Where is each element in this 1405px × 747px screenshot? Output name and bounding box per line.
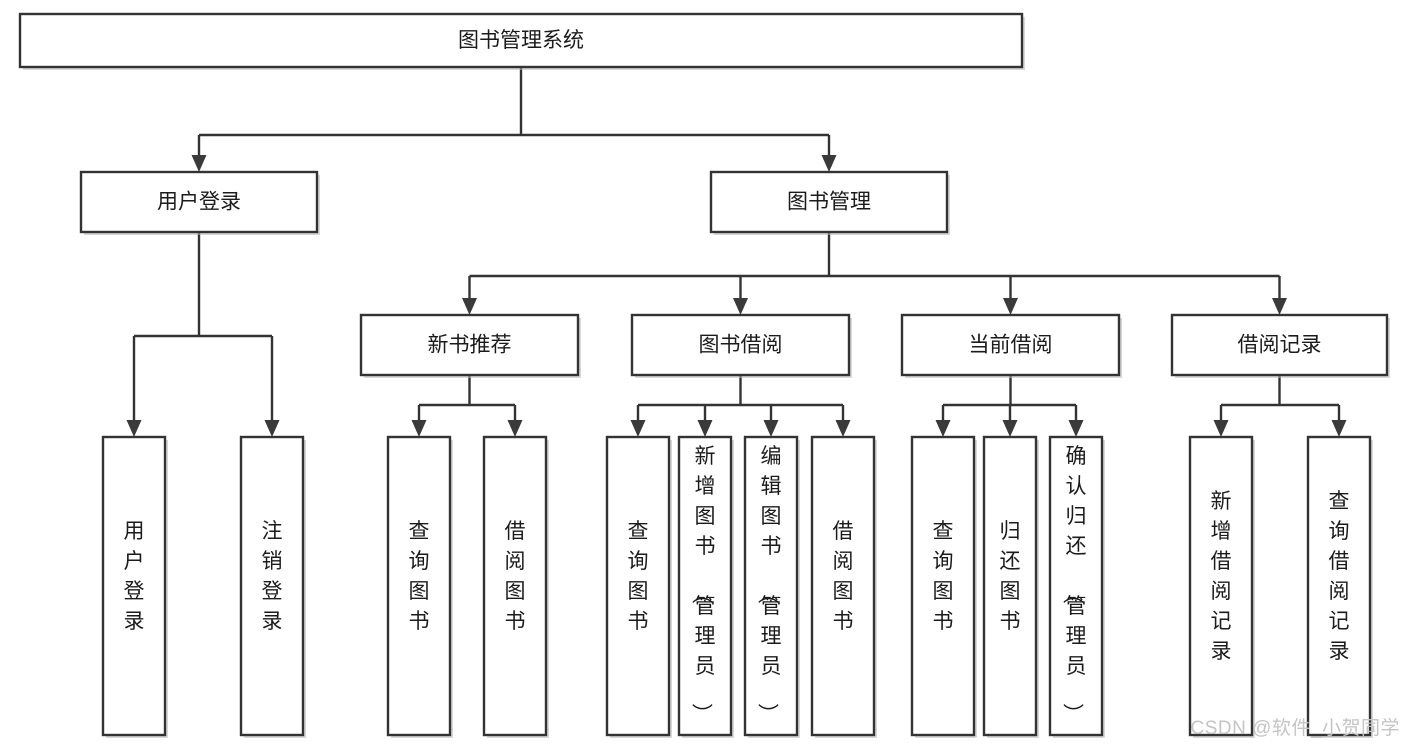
node-label: 借阅记录 bbox=[1238, 334, 1322, 357]
node-rect[interactable] bbox=[482, 435, 548, 737]
node-borrow-record[interactable]: 借阅记录 bbox=[1170, 313, 1390, 378]
node-rect[interactable] bbox=[1048, 435, 1104, 737]
connector-group-current-borrow bbox=[935, 375, 1084, 437]
connector-group-root bbox=[191, 67, 837, 172]
arrow-head-icon bbox=[411, 420, 427, 437]
node-leaf-query-book-3[interactable]: 查询图书 bbox=[910, 435, 977, 738]
node-label: 借阅图书 bbox=[505, 520, 526, 633]
node-leaf-query-book-2[interactable]: 查询图书 bbox=[605, 435, 672, 738]
node-rect[interactable] bbox=[810, 435, 876, 737]
node-label: 注销登录 bbox=[262, 520, 283, 633]
node-rect[interactable] bbox=[1170, 313, 1389, 377]
node-book-borrow[interactable]: 图书借阅 bbox=[630, 313, 852, 378]
node-rect[interactable] bbox=[359, 313, 580, 377]
node-label: 新增借阅记录 bbox=[1211, 490, 1232, 663]
node-leaf-logout[interactable]: 注销登录 bbox=[239, 435, 306, 738]
node-label: 确认归还（管理员） bbox=[1061, 445, 1087, 724]
arrow-head-icon bbox=[1272, 298, 1287, 315]
node-leaf-confirm-return[interactable]: 确认归还（管理员） bbox=[1048, 435, 1105, 738]
node-label: 借阅图书 bbox=[833, 520, 854, 633]
node-label: 查询图书 bbox=[409, 520, 430, 633]
csdn-watermark: CSDN @软件_小贺同学 bbox=[1191, 717, 1400, 739]
node-leaf-add-book[interactable]: 新增图书（管理员） bbox=[677, 435, 734, 738]
node-leaf-borrow-book-2[interactable]: 借阅图书 bbox=[810, 435, 877, 738]
arrow-head-icon bbox=[733, 298, 748, 315]
node-leaf-borrow-book-1[interactable]: 借阅图书 bbox=[482, 435, 549, 738]
arrow-head-icon bbox=[630, 420, 646, 437]
node-label: 归还图书 bbox=[1000, 520, 1021, 633]
node-label: 用户登录 bbox=[124, 520, 145, 633]
node-rect[interactable] bbox=[79, 170, 319, 234]
node-leaf-add-record[interactable]: 新增借阅记录 bbox=[1188, 435, 1255, 738]
node-leaf-return-book[interactable]: 归还图书 bbox=[982, 435, 1039, 738]
node-rect[interactable] bbox=[1306, 435, 1372, 737]
node-label: 新书推荐 bbox=[428, 334, 512, 357]
node-label: 当前借阅 bbox=[969, 334, 1053, 357]
node-rect[interactable] bbox=[743, 435, 799, 737]
node-rect[interactable] bbox=[677, 435, 733, 737]
node-rect[interactable] bbox=[386, 435, 452, 737]
node-label: 编辑图书（管理员） bbox=[756, 445, 782, 724]
arrow-head-icon bbox=[697, 420, 713, 437]
node-user-login[interactable]: 用户登录 bbox=[79, 170, 320, 235]
watermark-layer: CSDN @软件_小贺同学 bbox=[1191, 717, 1400, 739]
arrow-head-icon bbox=[821, 155, 837, 172]
node-rect[interactable] bbox=[605, 435, 671, 737]
arrow-head-icon bbox=[1003, 298, 1018, 315]
connector-group-book-borrow bbox=[630, 375, 851, 437]
node-current-borrow[interactable]: 当前借阅 bbox=[900, 313, 1122, 378]
arrow-head-icon bbox=[191, 155, 207, 172]
node-label: 用户登录 bbox=[157, 191, 241, 214]
node-rect[interactable] bbox=[910, 435, 976, 737]
connector-group-new-book-recommend bbox=[411, 375, 523, 437]
node-label: 查询图书 bbox=[628, 520, 649, 633]
arrow-head-icon bbox=[264, 420, 280, 437]
connector-group-borrow-record bbox=[1213, 375, 1347, 437]
node-label: 新增图书（管理员） bbox=[690, 445, 716, 724]
arrow-head-icon bbox=[462, 298, 477, 315]
node-leaf-query-book-1[interactable]: 查询图书 bbox=[386, 435, 453, 738]
node-leaf-edit-book[interactable]: 编辑图书（管理员） bbox=[743, 435, 800, 738]
arrow-head-icon bbox=[935, 420, 951, 437]
node-root[interactable]: 图书管理系统 bbox=[18, 12, 1025, 70]
arrow-head-icon bbox=[1331, 420, 1347, 437]
node-rect[interactable] bbox=[709, 170, 949, 234]
node-leaf-user-login[interactable]: 用户登录 bbox=[101, 435, 168, 738]
arrow-head-icon bbox=[126, 420, 142, 437]
node-label: 图书借阅 bbox=[699, 334, 783, 357]
node-rect[interactable] bbox=[18, 12, 1024, 69]
node-rect[interactable] bbox=[239, 435, 305, 737]
arrow-head-icon bbox=[1068, 420, 1084, 437]
node-new-book-recommend[interactable]: 新书推荐 bbox=[359, 313, 581, 378]
node-label: 查询借阅记录 bbox=[1329, 490, 1350, 663]
node-rect[interactable] bbox=[630, 313, 851, 377]
node-label: 图书管理 bbox=[787, 191, 871, 214]
node-rect[interactable] bbox=[982, 435, 1038, 737]
node-book-manage[interactable]: 图书管理 bbox=[709, 170, 950, 235]
arrow-head-icon bbox=[1002, 420, 1018, 437]
arrow-head-icon bbox=[1213, 420, 1229, 437]
node-label: 图书管理系统 bbox=[458, 29, 584, 52]
arrow-head-icon bbox=[835, 420, 851, 437]
arrow-head-icon bbox=[507, 420, 523, 437]
node-layer: 图书管理系统用户登录图书管理新书推荐图书借阅当前借阅借阅记录用户登录注销登录查询… bbox=[18, 12, 1390, 738]
node-label: 查询图书 bbox=[933, 520, 954, 633]
arrow-head-icon bbox=[763, 420, 779, 437]
connector-group-user-login bbox=[126, 232, 280, 437]
node-rect[interactable] bbox=[101, 435, 167, 737]
node-rect[interactable] bbox=[900, 313, 1121, 377]
node-leaf-query-record[interactable]: 查询借阅记录 bbox=[1306, 435, 1373, 738]
connector-group-book-manage bbox=[462, 232, 1287, 315]
node-rect[interactable] bbox=[1188, 435, 1254, 737]
connector-layer bbox=[126, 67, 1347, 437]
